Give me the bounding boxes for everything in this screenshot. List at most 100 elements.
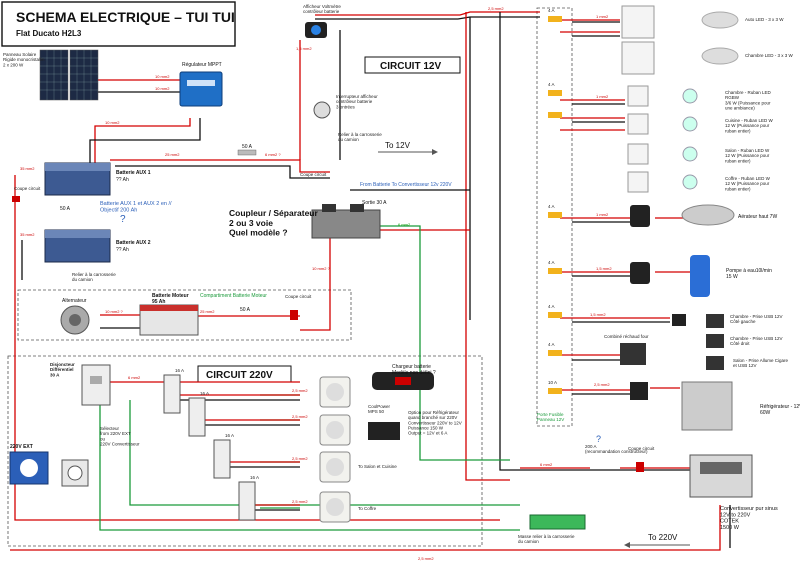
- fuse-a4-4: 4 A: [548, 260, 555, 265]
- fuse-a4-6: 4 A: [548, 342, 555, 347]
- prises: [672, 314, 724, 370]
- wire-right-black: [499, 12, 690, 471]
- coupe-circuit-moteur-icon: [290, 310, 298, 320]
- convertisseur-label-line: 12V to 220V: [720, 512, 751, 518]
- wire-green-3: [129, 400, 520, 506]
- frigo-switch: [630, 382, 648, 400]
- wl-s1: 2,5 mm2: [292, 388, 308, 393]
- wl-prise: 1,5 mm2: [590, 312, 606, 317]
- disj-label-line: Disjoncteur: [50, 362, 75, 367]
- breakers: [163, 374, 256, 521]
- fuse-200-label-line: 200 A: [585, 444, 597, 449]
- wl-mppt: 10 mm2: [105, 120, 120, 125]
- masse-bas-label-line: Masse relier à la carrosserie: [518, 534, 575, 539]
- prise3-label-line: Salon - Prise Allume Cigare: [733, 358, 789, 363]
- wl-left: 35 mm2: [20, 166, 35, 171]
- question-mark-icon-2: ?: [596, 434, 601, 444]
- batt-moteur-label-line: Batterie Moteur: [152, 293, 189, 299]
- frigo-device: [681, 381, 733, 431]
- arrow-to220: To 220V: [624, 533, 690, 548]
- coupe-circuit-conv: Coupe circuit: [628, 446, 655, 451]
- circuit220-box: [7, 355, 483, 547]
- pompe-label-line: 15 W: [726, 274, 738, 280]
- wl-coupleur: 10 mm2 ?: [312, 266, 331, 271]
- wl-s2: 2,5 mm2: [292, 414, 308, 419]
- circuit220-label: CIRCUIT 220V: [206, 370, 273, 381]
- wl-frigo: 2,5 mm2: [594, 382, 610, 387]
- wl-220: 6 mm2: [128, 375, 141, 380]
- batt-aux1-ah: ?? Ah: [116, 177, 129, 183]
- batt-aux2-ah: ?? Ah: [116, 247, 129, 253]
- solar-panels: [39, 49, 99, 101]
- voltmeter-switch-label-line: Interrupteur afficheur: [336, 94, 378, 99]
- wire-mppt-black: [89, 118, 201, 165]
- wl-batt-2: 6 mm2 ?: [265, 152, 281, 157]
- selecteur-label-line: from 220V EXT: [100, 431, 131, 436]
- wire-coupleur-red: [300, 215, 331, 331]
- batt-note-line: Batterie AUX 1 et AUX 2 en //: [100, 201, 172, 207]
- option-label-line: Output = 12V et 6 A: [408, 431, 447, 436]
- convertisseur-label-line: Convertisseur pur sinus: [720, 506, 778, 512]
- wire-batt-black: [115, 165, 330, 179]
- solar-label-line: Panneau Solaire: [3, 52, 37, 57]
- title-box: [1, 1, 236, 47]
- ruban-leds: [682, 88, 698, 190]
- fuse-box-label-line: Porte Fusible: [537, 412, 564, 417]
- option-label-line: Convertisseur 220V to 12V: [408, 420, 462, 425]
- sortie-label: Sortie 30 A: [362, 200, 387, 206]
- breaker-3-label: 16 A: [225, 433, 234, 438]
- masse-caisse-label-line: du camion: [338, 137, 359, 142]
- breaker-1-label: 16 A: [175, 368, 184, 373]
- coupe-circuit-center: Coupe circuit: [300, 172, 327, 177]
- coupleur-terminal-2: [350, 204, 364, 212]
- prise1-label-line: Chambre - Prise USB 12V: [730, 314, 783, 319]
- aerateur-label: Aérateur haut 7W: [738, 214, 777, 220]
- batt-aux1-fuse: 50 A: [60, 206, 71, 212]
- combine-device: [620, 343, 646, 365]
- fuse-box-label-line: Panneau 12V: [537, 417, 564, 422]
- wire-main-vertical: [465, 12, 510, 481]
- coupleur-terminal-1: [322, 204, 336, 212]
- to12-label: To 12V: [385, 141, 411, 150]
- converter-device: [689, 454, 753, 498]
- pompe-device: [630, 255, 710, 297]
- wire-out-aer-pompe: [560, 217, 630, 273]
- prise3-label-line: et USB 12V: [733, 363, 757, 368]
- breaker-4-label: 16 A: [250, 475, 259, 480]
- ruban2-label-line: Cuisine - Ruban LED W: [725, 118, 774, 123]
- ruban1-label-line: une ambiance): [725, 106, 755, 111]
- selector-switch: [61, 459, 89, 487]
- voltmeter-switch: [313, 101, 331, 119]
- chargeur-label-line: Modèle non défini ?: [392, 370, 436, 376]
- voltmeter-label-line: Afficheur Voltmètre: [303, 4, 341, 9]
- battery-aux1: [44, 162, 111, 196]
- circuit12-label-box: [364, 56, 461, 74]
- ruban1-label-line: 3/6 W (Puissance pour: [725, 100, 771, 105]
- pompe-label-line: Pompe à eau10l/min: [726, 268, 772, 274]
- wire-mppt-red: [94, 118, 191, 165]
- wire-labels: 10 mm2 10 mm2 10 mm2 25 mm2 6 mm2 ? 2,5 …: [20, 6, 612, 561]
- wire-out-leds: [560, 19, 620, 33]
- aerateur-device: [630, 204, 735, 227]
- ruban4-label-line: 12 W (Puissance pour: [725, 181, 770, 186]
- wire-220-sockets-red: [180, 394, 300, 506]
- wire-220-sockets-black: [180, 399, 300, 511]
- voltmeter-switch-label-line: 3 entrées: [336, 104, 356, 109]
- solar-label-line: 2 x 200 W: [3, 62, 24, 67]
- convertisseur-label-line: 1500 W: [720, 525, 740, 531]
- disj-label-line: 30 A: [50, 372, 60, 377]
- title-main: SCHEMA ELECTRIQUE – TUI TUI: [16, 9, 235, 25]
- voltmeter-switch-label-line: contrôleur batterie: [336, 99, 373, 104]
- circuit12-label: CIRCUIT 12V: [380, 61, 441, 72]
- batt-note: Batterie AUX 1 et AUX 2 en //Objectif 20…: [100, 201, 172, 213]
- batt-note-line: Objectif 200 Ah: [100, 207, 137, 213]
